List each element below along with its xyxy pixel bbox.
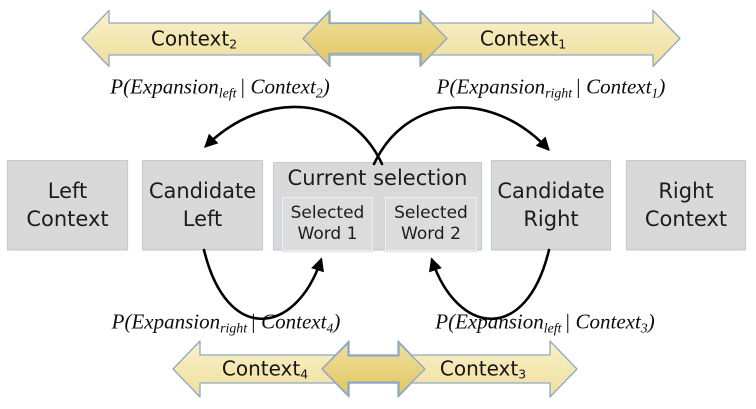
- candidate-right-box: Candidate Right: [491, 160, 611, 250]
- candidate-right-line2: Right: [523, 207, 579, 231]
- formula-suffix: ): [322, 74, 330, 99]
- selected-word-1-box: Selected Word 1: [282, 197, 373, 251]
- current-selection-title: Current selection: [287, 166, 468, 190]
- formula-subscript: left: [543, 320, 562, 336]
- context2-label-sub: 2: [229, 36, 238, 52]
- formula-mid: | Context: [239, 74, 316, 99]
- left-context-line1: Left: [47, 179, 88, 203]
- left-context-line2: Context: [26, 207, 109, 231]
- context1-label: Context1: [480, 26, 566, 51]
- selected-word-2-line2: Word 2: [401, 224, 461, 244]
- formula-subscript2: 1: [651, 85, 659, 101]
- context4-label: Context4: [222, 356, 308, 381]
- formula-suffix: ): [658, 74, 666, 99]
- context4-label-sub: 4: [300, 366, 309, 382]
- current-to-candidate-left-arrow: [204, 105, 384, 166]
- formula-subscript2: 4: [326, 320, 334, 336]
- top-overlap-arrow-shape: [302, 11, 448, 66]
- formula-subscript: right: [220, 320, 248, 336]
- context1-label-text: Context: [479, 26, 559, 51]
- right-context-line2: Context: [644, 207, 728, 231]
- formula-subscript: left: [218, 85, 237, 101]
- formula-subscript2: 3: [640, 320, 648, 336]
- formula-suffix: ): [647, 309, 655, 334]
- formula-subscript: right: [545, 85, 573, 101]
- formula-mid: | Context: [575, 74, 652, 99]
- candidate-left-line2: Left: [182, 207, 223, 231]
- current-to-candidate-right-arrow: [372, 106, 550, 166]
- formula-prefix: P(Expansion: [435, 309, 544, 334]
- bottom-overlap-arrow-shape: [321, 342, 426, 396]
- candidate-left-to-word1-arrow: [202, 248, 324, 321]
- right-context-box: Right Context: [626, 160, 746, 250]
- selected-word-2-line1: Selected: [394, 203, 468, 223]
- context3-label-sub: 3: [518, 366, 527, 382]
- context3-label-text: Context: [439, 356, 519, 381]
- candidate-left-box: Candidate Left: [142, 160, 263, 250]
- formula-expansion-right-context4: P(Expansionright| Context4): [112, 310, 341, 337]
- right-context-line1: Right: [658, 179, 714, 203]
- formula-expansion-left-context2: P(Expansionleft| Context2): [110, 75, 329, 102]
- formula-prefix: P(Expansion: [111, 309, 221, 334]
- context4-label-text: Context: [221, 356, 301, 381]
- formula-subscript2: 2: [315, 85, 323, 101]
- context2-label: Context2: [151, 26, 237, 51]
- formula-expansion-left-context3: P(Expansionleft| Context3): [435, 310, 654, 337]
- formula-suffix: ): [333, 309, 341, 334]
- formula-prefix: P(Expansion: [110, 74, 219, 99]
- context3-label: Context3: [440, 356, 526, 381]
- context1-label-sub: 1: [558, 36, 567, 52]
- selected-word-2-box: Selected Word 2: [385, 197, 477, 251]
- candidate-right-to-word2-arrow: [429, 248, 551, 321]
- left-context-box: Left Context: [7, 160, 128, 250]
- candidate-right-line1: Candidate: [497, 179, 605, 203]
- formula-expansion-right-context1: P(Expansionright| Context1): [437, 75, 666, 102]
- formula-mid: | Context: [564, 309, 641, 334]
- context2-arrow-shape: [81, 9, 448, 68]
- formula-prefix: P(Expansion: [436, 74, 546, 99]
- formula-mid: | Context: [250, 309, 327, 334]
- candidate-left-line1: Candidate: [148, 179, 257, 203]
- selected-word-1-line2: Word 1: [297, 224, 358, 244]
- selected-word-1-line1: Selected: [290, 203, 365, 223]
- context2-label-text: Context: [150, 26, 230, 51]
